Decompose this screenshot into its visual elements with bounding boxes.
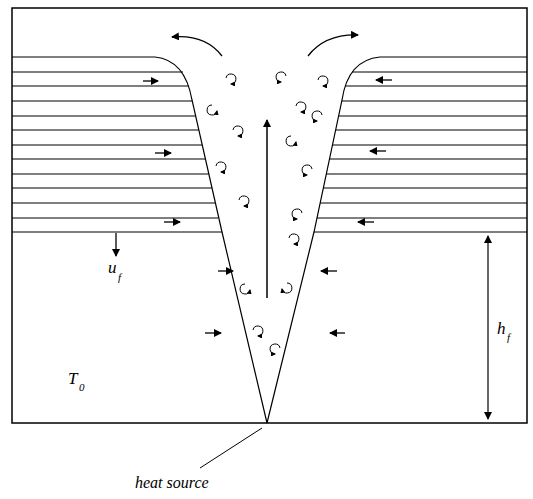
plume-boundary xyxy=(155,57,267,423)
source-label: heat source xyxy=(135,475,209,491)
eddy-symbols xyxy=(207,72,328,354)
stratified-layers xyxy=(12,57,527,232)
symbol-label: f xyxy=(118,272,121,283)
entrainment-arrows xyxy=(143,80,392,333)
outflow-arrow xyxy=(172,37,222,56)
rise-arrow xyxy=(266,120,268,298)
plume-boundary xyxy=(267,57,380,423)
height-dimension xyxy=(487,236,488,419)
descent-arrow xyxy=(115,233,116,256)
symbol-label: f xyxy=(507,332,510,343)
symbol-label: T xyxy=(68,370,77,387)
outflow-arrow xyxy=(308,35,358,56)
symbol-label: 0 xyxy=(79,382,85,393)
symbol-label: u xyxy=(108,259,117,276)
tank-outline xyxy=(12,8,527,423)
leader-line xyxy=(200,428,262,468)
symbol-label: h xyxy=(497,320,506,337)
